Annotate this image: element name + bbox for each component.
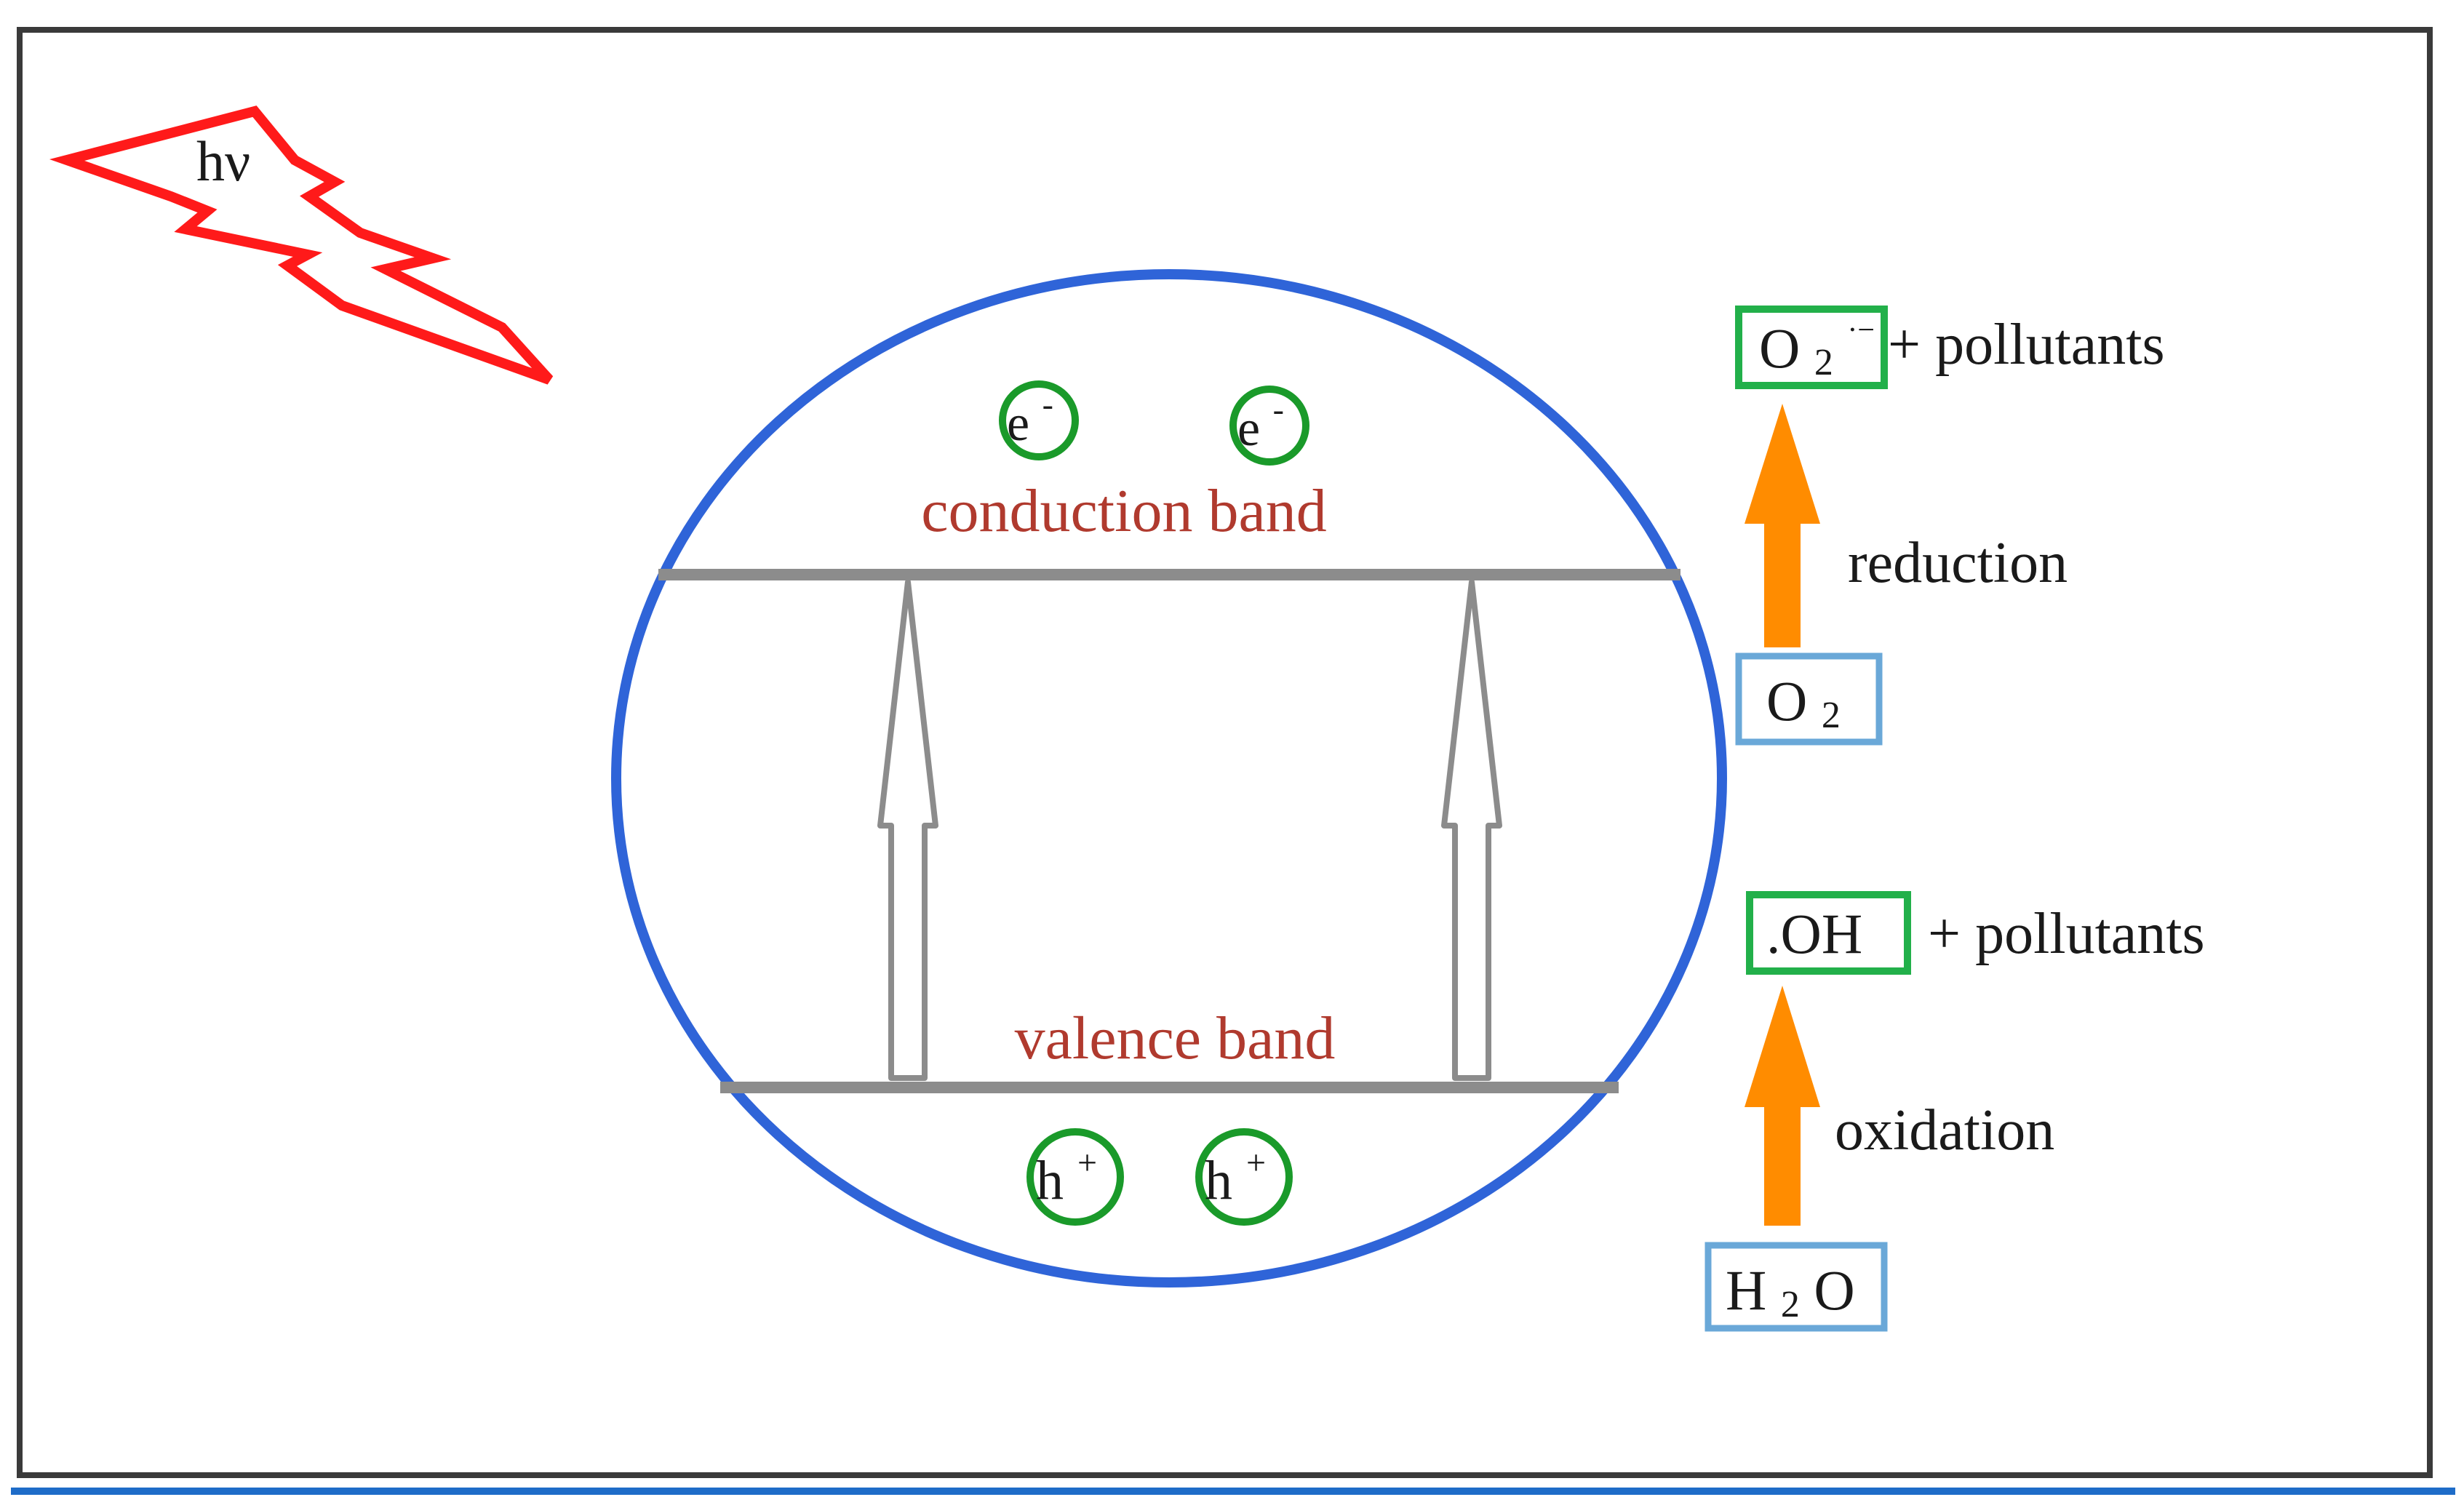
electron-charge: - bbox=[1042, 386, 1053, 423]
valence-band-label: valence band bbox=[1015, 1005, 1336, 1072]
lightning-bolt-icon bbox=[49, 105, 554, 385]
water-symbol-h: H bbox=[1726, 1258, 1766, 1322]
svg-text:e -: e - bbox=[1007, 386, 1053, 452]
electron-symbol: e bbox=[1007, 396, 1029, 452]
superoxide-superscript: ·− bbox=[1847, 314, 1875, 347]
excitation-arrow-left bbox=[877, 579, 938, 1081]
superoxide-symbol: O bbox=[1759, 316, 1800, 380]
particle-outline bbox=[611, 269, 1727, 1288]
hole-symbol: h bbox=[1205, 1150, 1232, 1211]
hydroxyl-radical-box bbox=[1746, 891, 1911, 975]
footer-rule bbox=[11, 1488, 2455, 1495]
svg-text:h +: h + bbox=[1205, 1143, 1266, 1211]
electron-2: e - bbox=[1229, 386, 1309, 466]
reduction-label: reduction bbox=[1848, 531, 2068, 595]
hole-circle bbox=[1195, 1128, 1293, 1226]
svg-text:h +: h + bbox=[1036, 1143, 1097, 1211]
semiconductor-particle: conduction band valence band e - e - h bbox=[611, 269, 1727, 1288]
reduction-product-suffix: + pollutants bbox=[1888, 313, 2165, 377]
hole-charge: + bbox=[1077, 1143, 1097, 1182]
oxidation-pathway: .OH + pollutants oxidation H 2 O bbox=[1705, 891, 2205, 1332]
svg-text:H 2 O: H 2 O bbox=[1726, 1258, 1855, 1329]
oxygen-subscript: 2 bbox=[1822, 695, 1841, 736]
superoxide-box bbox=[1735, 306, 1888, 389]
water-subscript: 2 bbox=[1781, 1284, 1800, 1325]
hole-circle bbox=[1026, 1128, 1124, 1226]
svg-text:O 2 ·−: O 2 ·− bbox=[1759, 314, 1875, 387]
hole-charge: + bbox=[1246, 1143, 1266, 1182]
hydroxyl-radical-symbol: .OH bbox=[1766, 902, 1862, 965]
oxygen-box bbox=[1735, 652, 1883, 746]
electron-charge: - bbox=[1273, 391, 1284, 428]
light-label: hν bbox=[196, 129, 250, 193]
oxidation-label: oxidation bbox=[1835, 1098, 2054, 1162]
superoxide-subscript: 2 bbox=[1814, 342, 1833, 383]
diagram-frame bbox=[17, 27, 2433, 1478]
water-symbol-o: O bbox=[1814, 1258, 1854, 1322]
electron-1: e - bbox=[999, 380, 1079, 460]
hole-1: h + bbox=[1026, 1128, 1124, 1226]
excitation-arrow-right bbox=[1441, 579, 1502, 1081]
electron-circle bbox=[999, 380, 1079, 460]
oxidation-arrow bbox=[1745, 986, 1820, 1226]
light-source: hν bbox=[49, 105, 554, 385]
svg-text:e -: e - bbox=[1237, 391, 1284, 457]
water-box bbox=[1705, 1242, 1888, 1332]
conduction-band-label: conduction band bbox=[921, 477, 1327, 545]
electron-symbol: e bbox=[1237, 401, 1260, 457]
hole-symbol: h bbox=[1036, 1150, 1064, 1211]
electron-circle bbox=[1229, 386, 1309, 466]
reduction-arrow bbox=[1745, 404, 1820, 647]
reduction-pathway: O 2 ·− + pollutants reduction O 2 bbox=[1735, 306, 2165, 746]
oxygen-symbol: O bbox=[1766, 669, 1807, 732]
hole-2: h + bbox=[1195, 1128, 1293, 1226]
oxidation-product-suffix: + pollutants bbox=[1928, 902, 2205, 966]
svg-text:O 2: O 2 bbox=[1766, 669, 1841, 736]
